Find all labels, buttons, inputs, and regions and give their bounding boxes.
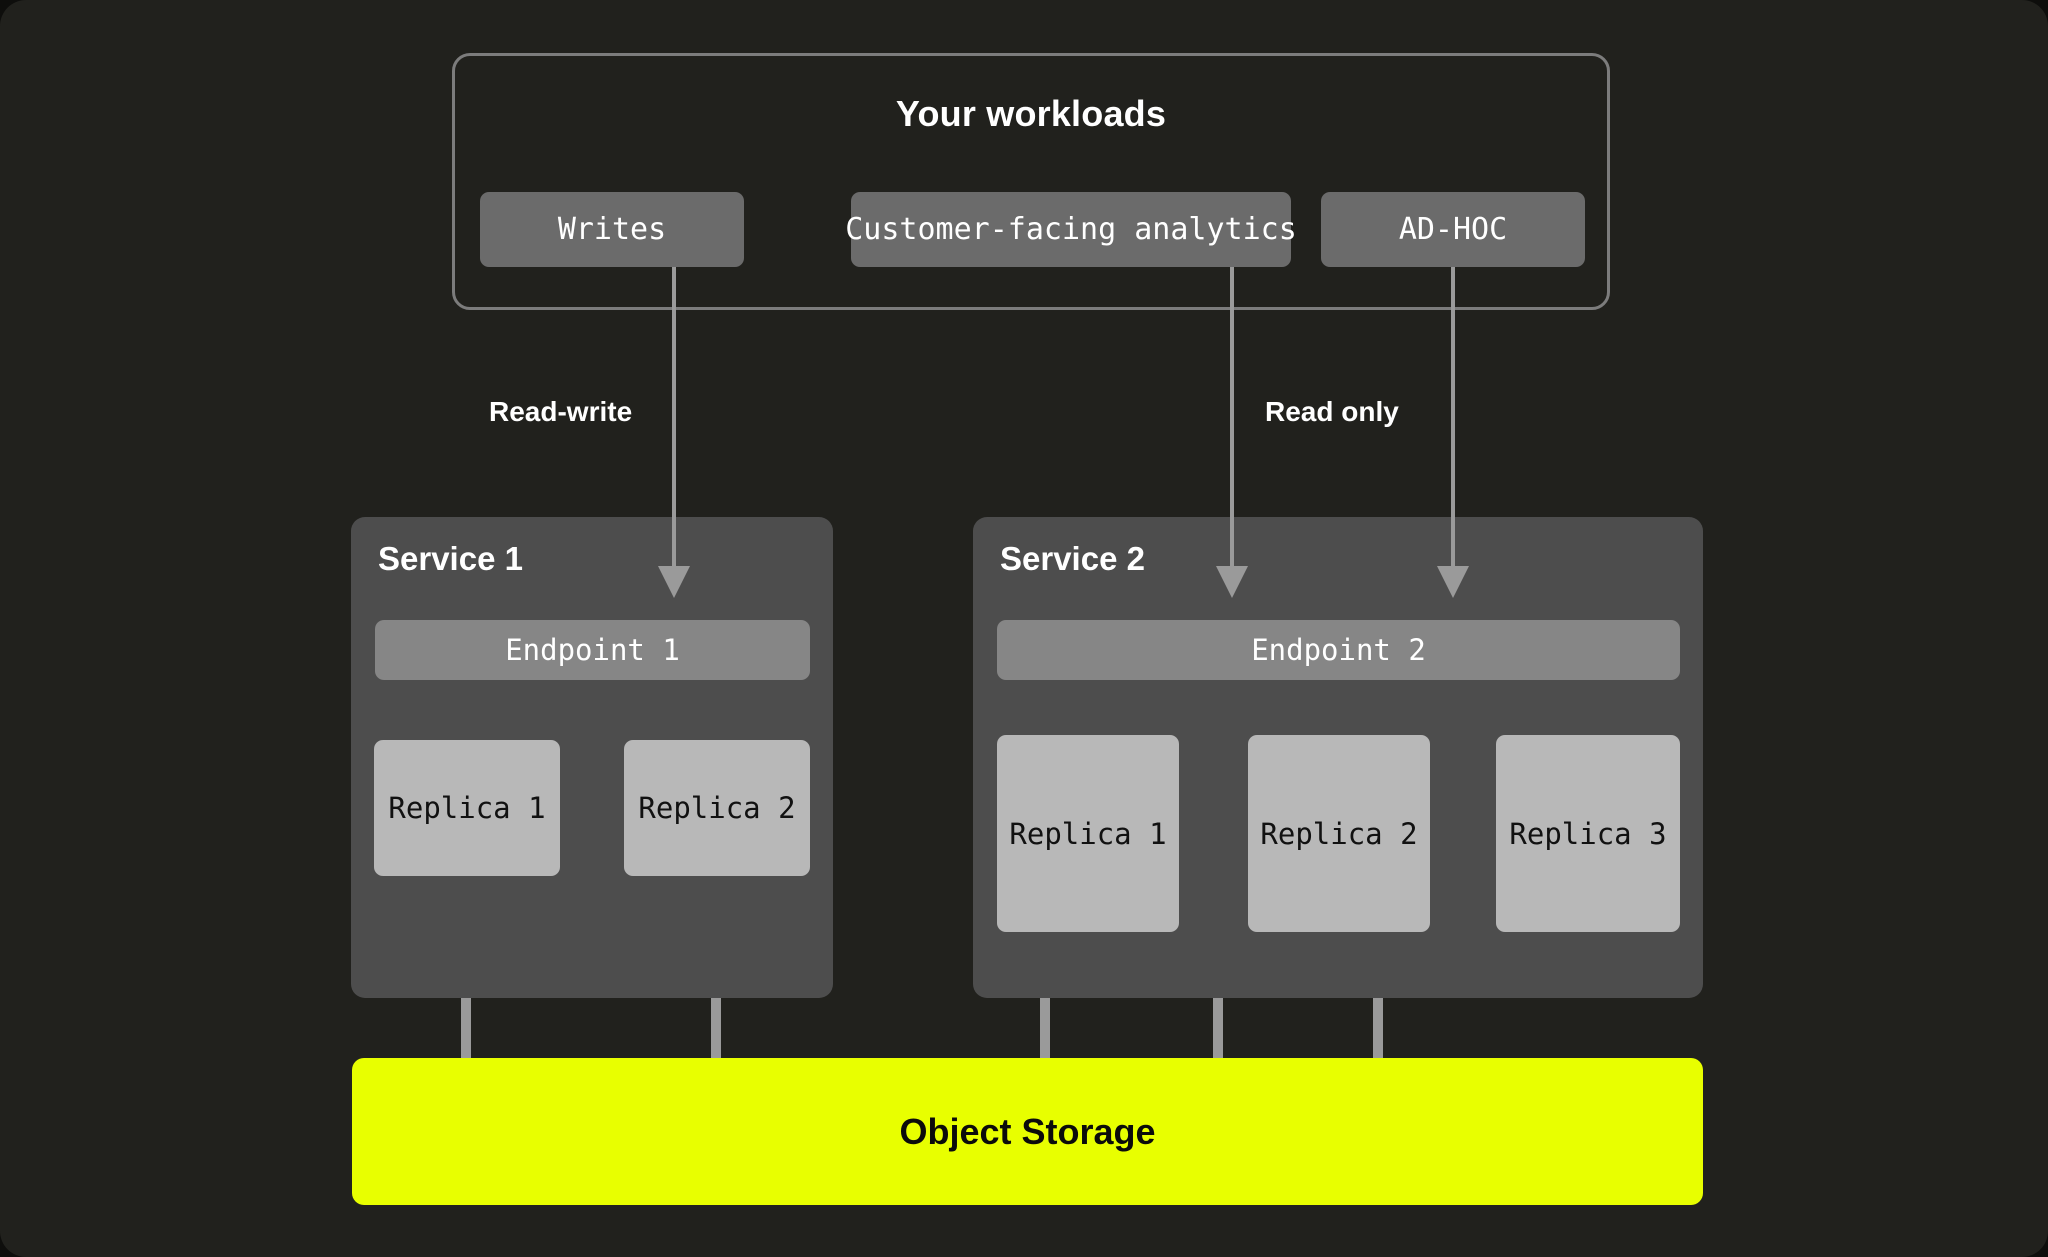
service-2-replica-2[interactable]: Replica 2 [1248,735,1430,932]
workload-button-adhoc[interactable]: AD-HOC [1321,192,1585,267]
endpoint-2[interactable]: Endpoint 2 [997,620,1680,680]
workload-button-writes[interactable]: Writes [480,192,744,267]
service-2-replica-3[interactable]: Replica 3 [1496,735,1680,932]
object-storage-bar[interactable]: Object Storage [352,1058,1703,1205]
service-1-replica-2[interactable]: Replica 2 [624,740,810,876]
workload-button-analytics[interactable]: Customer-facing analytics [845,192,1297,267]
flow-label-read-only: Read only [1265,396,1399,427]
workloads-title: Your workloads [895,93,1167,134]
service-1-title: Service 1 [378,540,523,577]
workloads-frame [452,53,1610,310]
service-1-replica-1[interactable]: Replica 1 [374,740,560,876]
flow-label-read-write: Read-write [489,396,633,427]
service-2-replica-1[interactable]: Replica 1 [997,735,1179,932]
endpoint-1[interactable]: Endpoint 1 [375,620,810,680]
service-2-title: Service 2 [1000,540,1145,577]
